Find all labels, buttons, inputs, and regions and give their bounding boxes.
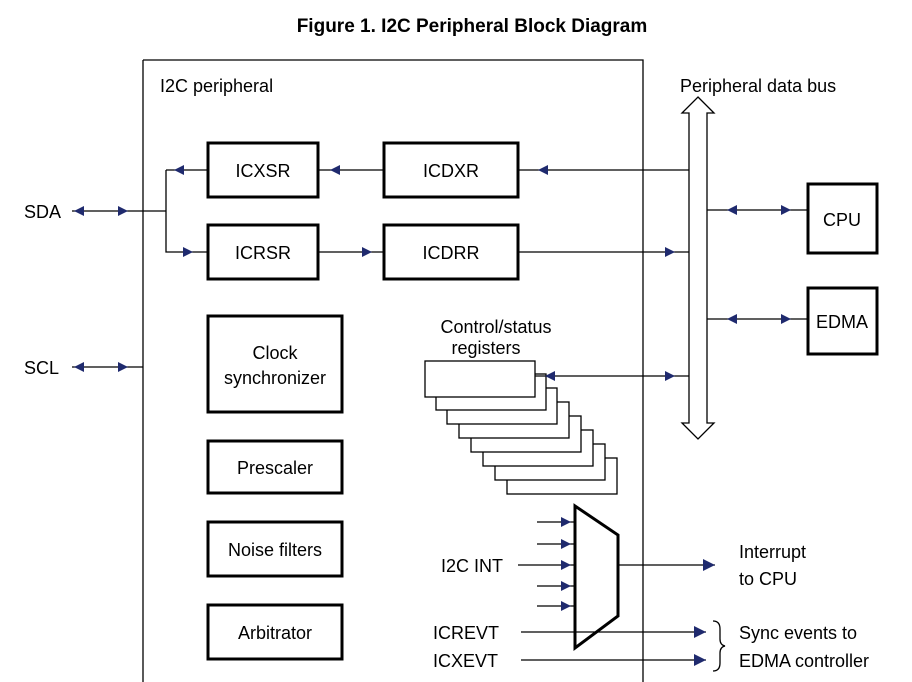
arrow-icon <box>694 626 706 638</box>
interrupt-out-line1: Interrupt <box>739 542 806 562</box>
arrow-icon <box>74 362 84 372</box>
icdrr-label: ICDRR <box>423 243 480 263</box>
arrow-icon <box>545 371 555 381</box>
cpu-block <box>806 182 879 255</box>
clock-synchronizer-block <box>206 314 344 414</box>
icxsr-block <box>206 141 320 199</box>
interrupt-out-line2: to CPU <box>739 569 797 589</box>
figure-title: Figure 1. I2C Peripheral Block Diagram <box>297 16 648 37</box>
arrow-icon <box>74 206 84 216</box>
sync-events-brace <box>712 620 726 672</box>
edma-block <box>806 286 879 356</box>
icxsr-label: ICXSR <box>235 161 290 181</box>
arrow-icon <box>362 247 372 257</box>
arrow-icon <box>174 165 184 175</box>
bus-label: Peripheral data bus <box>680 76 836 96</box>
events-out-line1: Sync events to <box>739 623 857 643</box>
arrow-icon <box>703 559 715 571</box>
events-out-line2: EDMA controller <box>739 651 869 671</box>
arrow-icon <box>665 371 675 381</box>
registers-label-line1: Control/status <box>440 317 551 337</box>
arrow-icon <box>118 206 128 216</box>
register-sheet <box>424 360 536 398</box>
registers-label-line2: registers <box>451 338 520 358</box>
arbitrator-block <box>206 603 344 661</box>
arrow-icon <box>330 165 340 175</box>
arrow-icon <box>781 314 791 324</box>
interrupt-mux <box>573 503 620 651</box>
noise-filters-label: Noise filters <box>228 540 322 560</box>
icrsr-label: ICRSR <box>235 243 291 263</box>
peripheral-boundary <box>142 59 644 682</box>
peripheral-label: I2C peripheral <box>160 76 273 96</box>
icrevt-label: ICREVT <box>433 623 499 643</box>
arrow-icon <box>118 362 128 372</box>
icdxr-label: ICDXR <box>423 161 479 181</box>
mux-inputs <box>518 517 575 611</box>
clock-label-line1: Clock <box>252 343 298 363</box>
edma-label: EDMA <box>816 312 868 332</box>
i2c-int-label: I2C INT <box>441 556 503 576</box>
prescaler-block <box>206 439 344 495</box>
arrow-icon <box>538 165 548 175</box>
noise-filters-block <box>206 520 344 578</box>
cpu-label: CPU <box>823 210 861 230</box>
arrow-icon <box>665 247 675 257</box>
icxevt-label: ICXEVT <box>433 651 498 671</box>
clock-label-line2: synchronizer <box>224 368 326 388</box>
arrow-icon <box>727 205 737 215</box>
prescaler-label: Prescaler <box>237 458 313 478</box>
scl-pin-label: SCL <box>24 358 59 378</box>
sda-to-icrsr-line <box>165 170 208 253</box>
arrow-icon <box>781 205 791 215</box>
arrow-icon <box>183 247 193 257</box>
peripheral-data-bus <box>680 96 716 440</box>
arrow-icon <box>727 314 737 324</box>
arrow-icon <box>694 654 706 666</box>
arbitrator-label: Arbitrator <box>238 623 312 643</box>
sda-pin-label: SDA <box>24 202 61 222</box>
